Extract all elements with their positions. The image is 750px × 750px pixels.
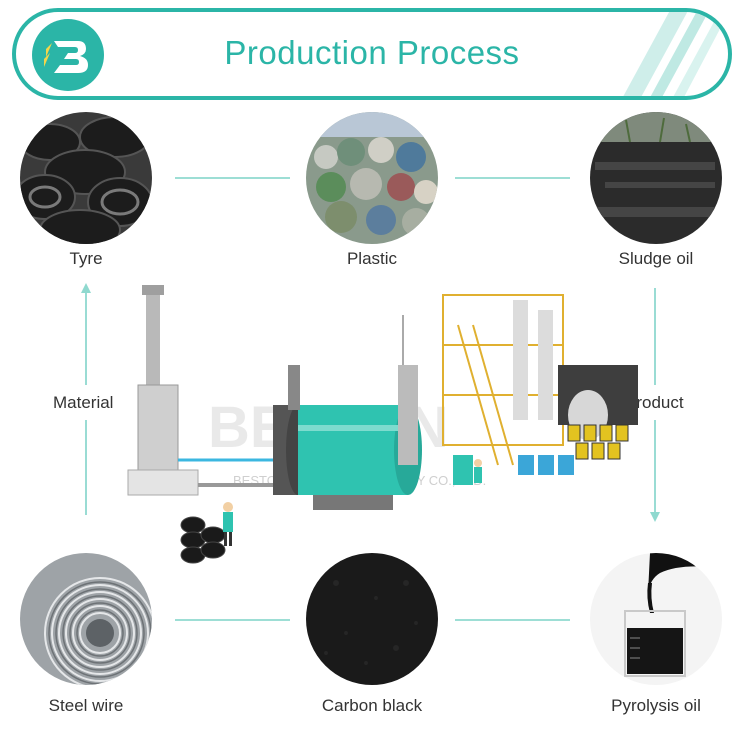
side-label-product: Product [625,393,684,412]
tyre-image [20,112,152,244]
product-label-carbon-black: Carbon black [321,696,423,715]
product-label-steel-wire: Steel wire [48,696,124,715]
page-title: Production Process [224,34,520,71]
material-label-tyre: Tyre [69,249,103,268]
banner-stripes-decoration [623,12,720,96]
pyrolysis-oil-image [590,553,722,685]
header-banner: Production Process [12,8,732,100]
product-label-pyrolysis-oil: Pyrolysis oil [611,696,701,715]
plastic-image [306,112,438,244]
material-label-sludge-oil: Sludge oil [618,249,694,268]
brand-logo [32,19,104,91]
carbon-black-image [306,553,438,685]
sludge-oil-image [590,112,722,244]
material-label-plastic: Plastic [346,249,398,268]
steel-wire-image [20,553,152,685]
pyrolysis-plant-illustration: BESTON BESTON (HENAN) MACHINERY CO., LTD… [127,285,638,564]
side-label-material: Material [53,393,114,412]
